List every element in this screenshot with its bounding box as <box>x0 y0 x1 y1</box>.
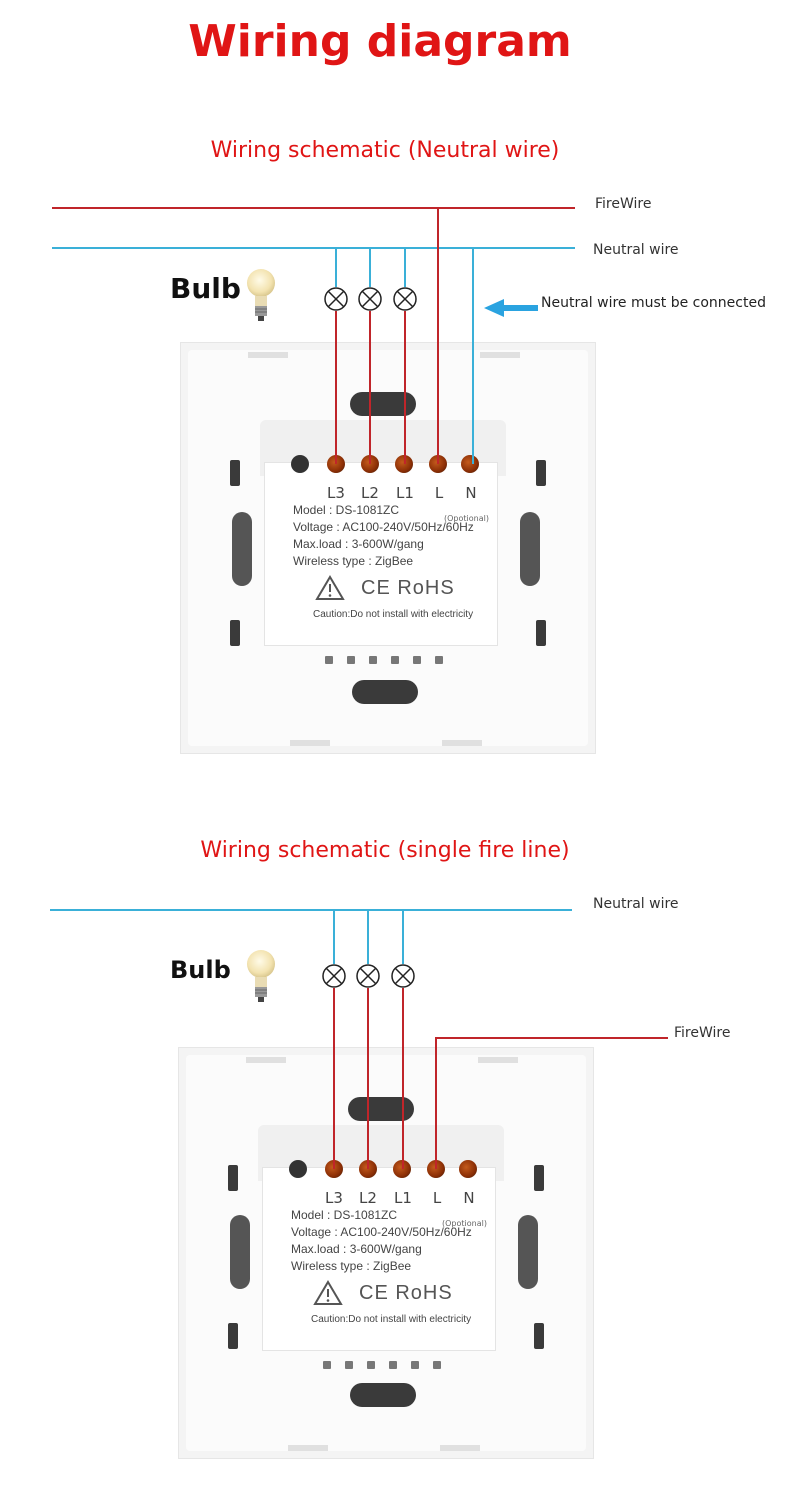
cert-marks: CE RoHS <box>361 577 455 599</box>
neutral-note: Neutral wire must be connected <box>541 295 766 311</box>
label-l3: L3 <box>327 484 345 502</box>
wireless-text: Wireless type : ZigBee <box>291 1259 412 1273</box>
caution-text: Caution:Do not install with electricity <box>313 609 474 620</box>
wireless-text: Wireless type : ZigBee <box>293 554 414 568</box>
arrow-left-icon <box>484 299 538 317</box>
label-n: N <box>463 1189 475 1207</box>
switch-back-panel-1: Model : DS-1081ZC Voltage : AC100-240V/5… <box>180 342 596 754</box>
label-l: L <box>434 484 444 502</box>
lightbulb-icon <box>247 950 275 1002</box>
optional-label: (Opotional) <box>442 1219 487 1228</box>
lamp-x-symbol-icon <box>322 964 415 988</box>
neutral-label-2: Neutral wire <box>593 896 679 912</box>
switch-module-1: Model : DS-1081ZC Voltage : AC100-240V/5… <box>264 462 498 646</box>
firewire-label-2: FireWire <box>674 1025 731 1041</box>
label-l2: L2 <box>359 1189 377 1207</box>
section-single-title: Wiring schematic (single fire line) <box>200 838 570 863</box>
terminal-n <box>461 455 479 473</box>
lightbulb-icon <box>247 269 275 321</box>
switch-module-2: Model : DS-1081ZC Voltage : AC100-240V/5… <box>262 1167 496 1351</box>
model-text: Model : DS-1081ZC <box>291 1208 398 1222</box>
wiring-lines-1 <box>52 207 575 464</box>
label-l2: L2 <box>361 484 379 502</box>
warning-triangle-icon <box>315 575 345 600</box>
firewire-label-1: FireWire <box>595 196 652 212</box>
voltage-text: Voltage : AC100-240V/50Hz/60Hz <box>291 1225 472 1239</box>
switch-back-panel-2: Model : DS-1081ZC Voltage : AC100-240V/5… <box>178 1047 594 1459</box>
page-title: Wiring diagram <box>188 16 572 67</box>
label-l1: L1 <box>394 1189 412 1207</box>
caution-text: Caution:Do not install with electricity <box>311 1314 472 1325</box>
bulb-label-1: Bulb <box>170 272 241 305</box>
label-l3: L3 <box>325 1189 343 1207</box>
lamp-x-symbol-icon <box>324 287 417 311</box>
neutral-label-1: Neutral wire <box>593 242 679 258</box>
warning-triangle-icon <box>313 1280 343 1305</box>
cert-marks: CE RoHS <box>359 1282 453 1304</box>
terminal-n <box>459 1160 477 1178</box>
bulb-label-2: Bulb <box>170 956 231 984</box>
voltage-text: Voltage : AC100-240V/50Hz/60Hz <box>293 520 474 534</box>
label-l: L <box>432 1189 442 1207</box>
label-n: N <box>465 484 477 502</box>
maxload-text: Max.load : 3-600W/gang <box>291 1242 422 1256</box>
section-neutral-title: Wiring schematic (Neutral wire) <box>210 138 560 163</box>
model-text: Model : DS-1081ZC <box>293 503 400 517</box>
label-l1: L1 <box>396 484 414 502</box>
wiring-lines-2 <box>50 909 668 1169</box>
maxload-text: Max.load : 3-600W/gang <box>293 537 424 551</box>
optional-label: (Opotional) <box>444 514 489 523</box>
